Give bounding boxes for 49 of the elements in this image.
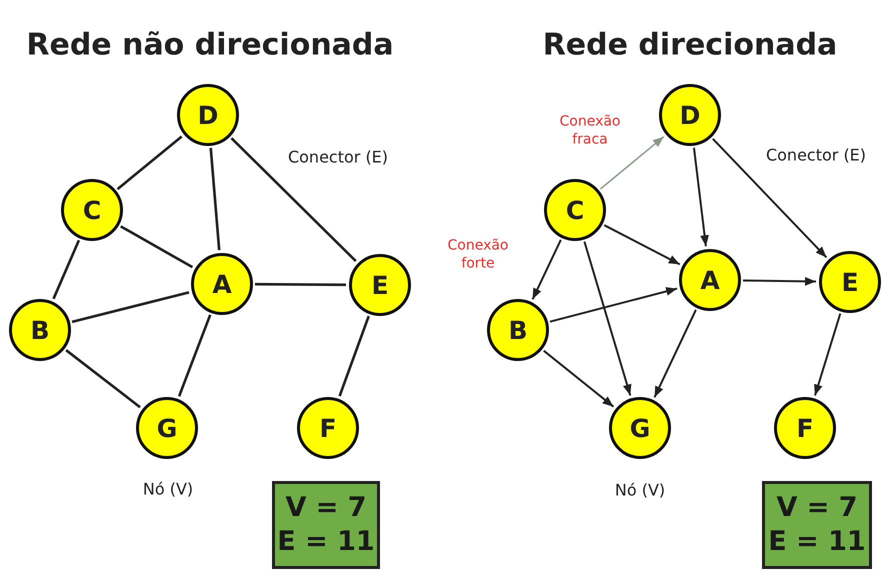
node-circle: B [487, 299, 549, 361]
stat-text: E = 11 [768, 525, 866, 559]
caption-text: Nó (V) [142, 480, 194, 498]
annotation-text: Conexão fraca [558, 114, 622, 148]
stats-box [762, 481, 872, 569]
arrow [550, 287, 678, 323]
connector-line [178, 314, 212, 397]
diagram-heading: Rede não direcionada [26, 28, 394, 62]
stat-text: V = 7 [285, 491, 367, 525]
arrow [654, 309, 697, 398]
connector-line [72, 291, 190, 324]
caption-text: Conector (E) [288, 148, 388, 166]
stat-text: E = 11 [277, 525, 375, 559]
node-circle: D [177, 84, 239, 146]
node-circle: E [819, 251, 881, 313]
connector-line [120, 225, 194, 268]
arrow [532, 239, 562, 300]
node-circle: A [679, 249, 741, 311]
arrow [692, 148, 709, 246]
node-circle: B [9, 299, 71, 361]
connector-line [209, 148, 220, 250]
connector-line [52, 240, 80, 300]
arrow [600, 136, 664, 190]
caption-text: Nó (V) [614, 480, 666, 500]
stats-box [272, 481, 380, 569]
connector-line [116, 136, 183, 190]
connector-line [338, 316, 370, 396]
connector-line [230, 137, 357, 262]
annotation-text: Conexão forte [446, 238, 510, 272]
stat-text: V = 7 [776, 491, 858, 525]
node-circle: C [61, 179, 123, 241]
node-circle: A [191, 253, 253, 315]
node-circle: F [774, 397, 836, 459]
connector-line [255, 282, 346, 286]
node-circle: G [609, 397, 671, 459]
arrow [712, 138, 828, 258]
node-circle: C [544, 179, 606, 241]
arrow [814, 313, 842, 396]
arrow [604, 224, 680, 266]
node-circle: F [297, 397, 359, 459]
node-circle: G [136, 397, 198, 459]
arrow [583, 241, 632, 396]
caption-text: Conector (E) [766, 146, 866, 164]
connector-line [65, 349, 141, 408]
node-circle: D [659, 84, 721, 146]
arrow [742, 276, 816, 286]
arrow [543, 350, 614, 408]
node-circle: E [349, 254, 411, 316]
diagram-heading: Rede direcionada [542, 28, 838, 62]
